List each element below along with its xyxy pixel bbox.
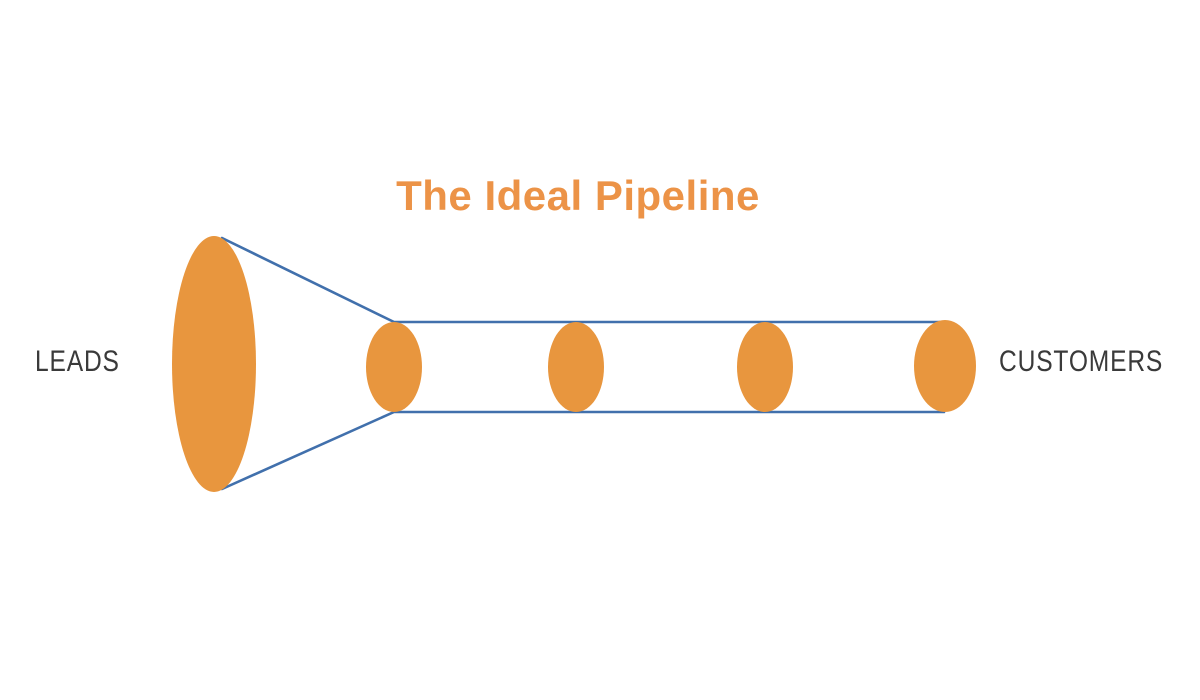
leads-label: LEADS xyxy=(35,345,120,378)
customers-label: CUSTOMERS xyxy=(998,345,1163,378)
funnel-mouth-ellipse xyxy=(172,236,256,492)
pipeline-top-line xyxy=(220,236,946,324)
diagram-title: The Ideal Pipeline xyxy=(396,172,760,219)
pipeline-stage-ellipse xyxy=(366,322,422,412)
pipeline-stage-ellipse xyxy=(737,322,793,412)
pipeline-bottom-line xyxy=(220,410,946,491)
pipeline-stage-ellipse xyxy=(914,320,976,412)
pipeline-stage-ellipse xyxy=(548,322,604,412)
